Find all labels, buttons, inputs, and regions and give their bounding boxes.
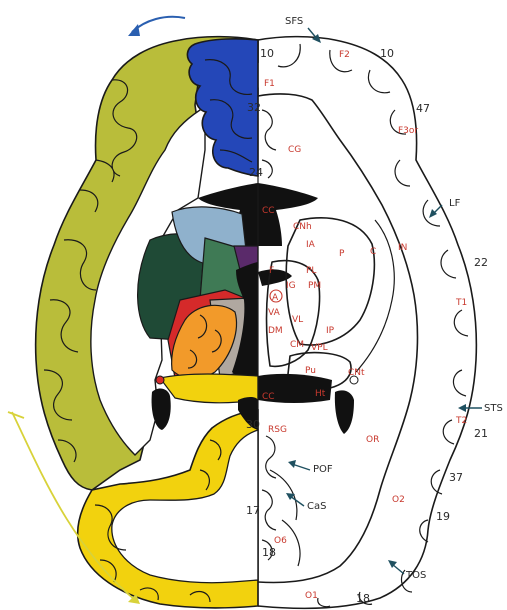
label-21: 21 — [474, 427, 488, 440]
label-F2: F2 — [339, 50, 350, 60]
label-PM: PM — [308, 281, 321, 291]
label-SFS: SFS — [285, 16, 303, 27]
label-17: 17 — [246, 504, 260, 517]
label-CNt: CNt — [348, 368, 365, 378]
label-30: 30 — [246, 418, 260, 431]
right-posterior-horn — [335, 390, 354, 434]
label-RSG: RSG — [268, 425, 287, 435]
label-CC-top: CC — [262, 206, 275, 216]
label-24: 24 — [249, 166, 263, 179]
label-VL: VL — [292, 315, 303, 325]
label-18-left: 18 — [262, 546, 276, 559]
label-CG: CG — [288, 145, 301, 155]
label-IG: IG — [286, 281, 296, 291]
label-P: P — [339, 249, 345, 259]
label-C: C — [370, 247, 376, 257]
label-IA: IA — [306, 240, 316, 250]
label-F1: F1 — [264, 79, 275, 89]
label-37: 37 — [449, 471, 463, 484]
label-T1: T1 — [455, 298, 467, 308]
label-O1: O1 — [305, 591, 318, 601]
label-VA: VA — [268, 308, 281, 318]
label-19: 19 — [436, 510, 450, 523]
label-DM: DM — [268, 326, 283, 336]
pof-pointer-head — [288, 460, 296, 468]
right-insula — [356, 220, 394, 372]
label-A: A — [272, 293, 279, 303]
label-CaS: CaS — [307, 501, 326, 512]
top-blue-arrow — [132, 17, 185, 32]
label-32: 32 — [247, 101, 261, 114]
label-STS: STS — [484, 403, 503, 414]
label-OR: OR — [366, 435, 379, 445]
label-18-right: 18 — [356, 592, 370, 605]
label-IP: IP — [326, 326, 335, 336]
label-CC-bot: CC — [262, 392, 275, 402]
label-Ht: Ht — [315, 389, 326, 399]
sts-pointer-head — [458, 404, 466, 412]
label-F3or: F3or — [398, 126, 418, 136]
label-VPL: VPL — [311, 343, 328, 353]
left-yellow-tick — [8, 412, 24, 418]
label-O6: O6 — [274, 536, 287, 546]
label-T2: T2 — [455, 416, 467, 426]
top-blue-arrowhead — [128, 24, 140, 36]
label-CM: CM — [290, 340, 304, 350]
label-Pu: Pu — [305, 366, 316, 376]
label-TOS: TOS — [405, 570, 426, 581]
label-IN: IN — [398, 243, 407, 253]
label-O2: O2 — [392, 495, 405, 505]
label-PL: PL — [306, 266, 316, 276]
label-22: 22 — [474, 256, 488, 269]
label-10-left: 10 — [260, 47, 274, 60]
label-LF: LF — [449, 198, 461, 209]
label-POF: POF — [313, 464, 333, 475]
left-red-dot — [156, 376, 164, 384]
label-47: 47 — [416, 102, 430, 115]
label-F: F — [269, 266, 274, 276]
label-CNh: CNh — [293, 222, 312, 232]
label-10-right: 10 — [380, 47, 394, 60]
